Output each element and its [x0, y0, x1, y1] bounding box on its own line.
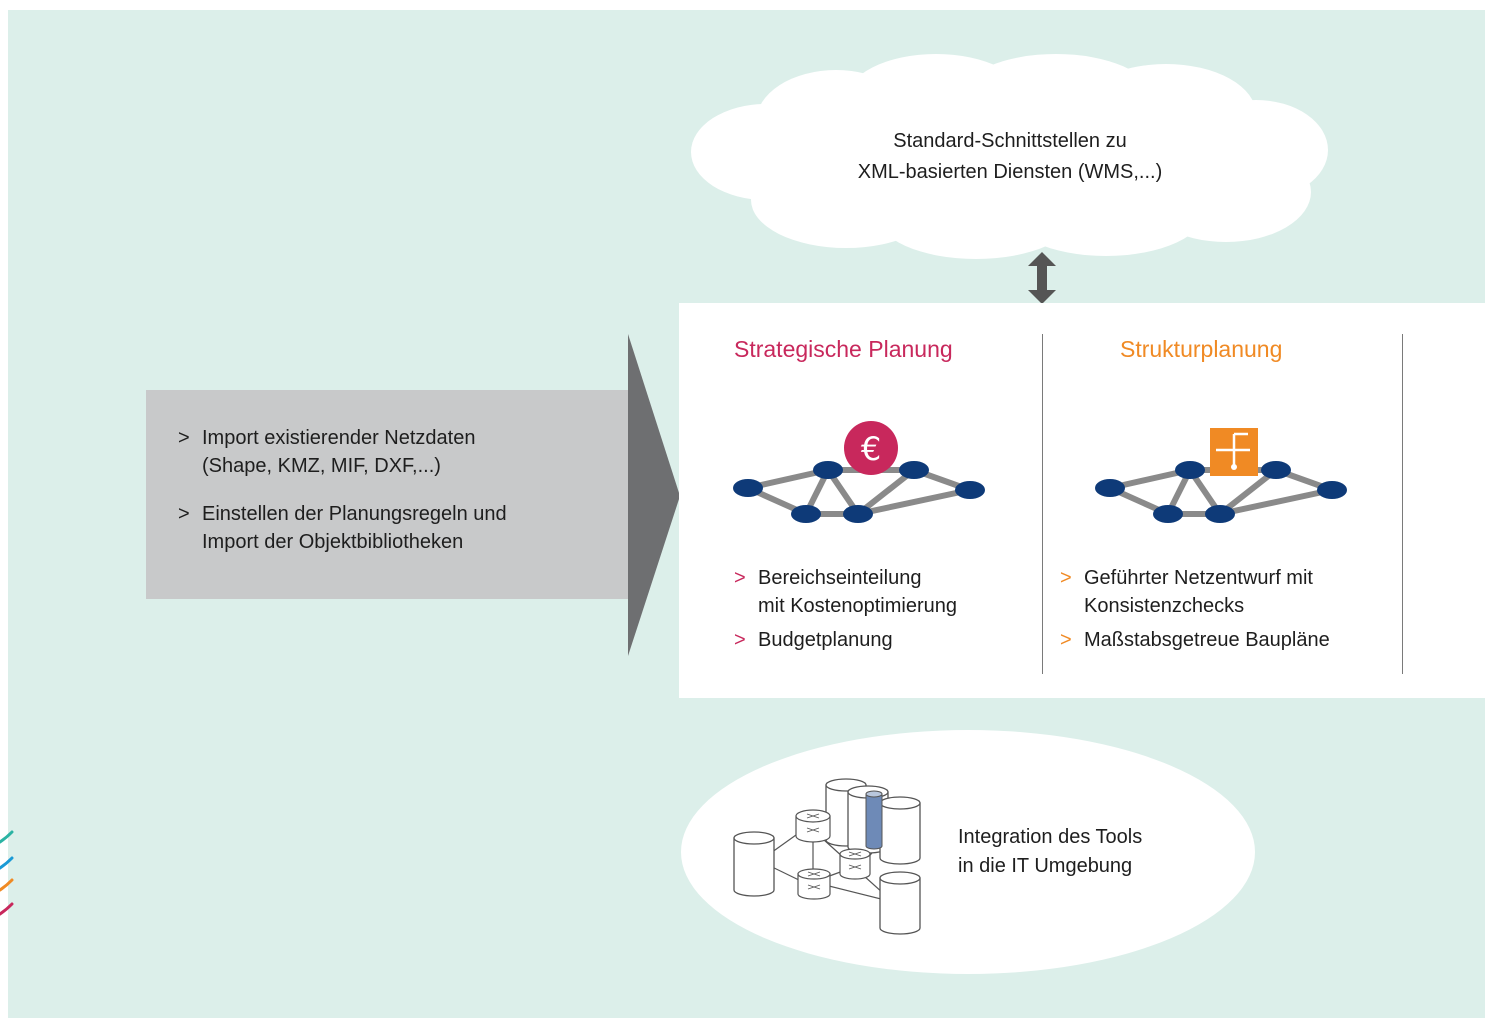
list-item: > Maßstabsgetreue Baupläne	[1060, 626, 1400, 654]
item-line: Bereichseinteilung	[758, 567, 922, 589]
network-graph-icon: €	[733, 421, 985, 523]
cloud-label: Standard-Schnittstellen zu XML-basierten…	[790, 126, 1230, 188]
cloud-line-2: XML-basierten Diensten (WMS,...)	[857, 161, 1163, 183]
integration-label: Integration des Tools in die IT Umgebung	[958, 823, 1142, 881]
list-marker: >	[734, 567, 746, 589]
euro-icon: €	[844, 421, 898, 475]
column-divider	[1042, 334, 1043, 674]
list-item: > Geführter Netzentwurf mit Konsistenzch…	[1060, 564, 1400, 620]
network-branch-icon	[1210, 428, 1258, 476]
input-arrow-shape	[146, 334, 680, 656]
euro-badge: €	[861, 430, 881, 468]
import-list: > Import existierender Netzdaten (Shape,…	[178, 424, 618, 576]
item-line: Budgetplanung	[758, 629, 893, 651]
item-line: mit Kostenoptimierung	[758, 595, 957, 617]
integration-line-2: in die IT Umgebung	[958, 855, 1133, 877]
cloud-shape	[691, 54, 1328, 259]
it-infrastructure-icon	[733, 778, 921, 935]
item-line: Geführter Netzentwurf mit	[1084, 567, 1313, 589]
integration-line-1: Integration des Tools	[958, 826, 1143, 848]
item-line: Import existierender Netzdaten	[202, 427, 476, 449]
item-line: Maßstabsgetreue Baupläne	[1084, 629, 1330, 651]
cloud-line-1: Standard-Schnittstellen zu	[893, 130, 1127, 152]
item-line: Import der Objektbibliotheken	[202, 531, 464, 553]
router-icon	[795, 809, 871, 900]
column-divider	[1402, 334, 1403, 674]
integration-oval	[681, 730, 1255, 974]
double-arrow-icon	[1028, 252, 1056, 304]
list-marker: >	[178, 427, 190, 449]
list-marker: >	[734, 629, 746, 651]
structure-list: > Geführter Netzentwurf mit Konsistenzch…	[1060, 564, 1400, 660]
list-item: > Import existierender Netzdaten (Shape,…	[178, 424, 618, 480]
structure-title: Strukturplanung	[1120, 336, 1283, 362]
strategic-list: > Bereichseinteilung mit Kostenoptimieru…	[734, 564, 1034, 660]
item-line: Konsistenzchecks	[1084, 595, 1245, 617]
list-marker: >	[1060, 629, 1072, 651]
list-marker: >	[178, 503, 190, 525]
item-line: (Shape, KMZ, MIF, DXF,...)	[202, 455, 441, 477]
network-graph-icon	[1095, 428, 1347, 523]
list-item: > Einstellen der Planungsregeln und Impo…	[178, 500, 618, 556]
strategic-title: Strategische Planung	[734, 336, 953, 362]
item-line: Einstellen der Planungsregeln und	[202, 503, 507, 525]
list-item: > Budgetplanung	[734, 626, 1034, 654]
list-marker: >	[1060, 567, 1072, 589]
decorative-strokes	[0, 830, 14, 916]
list-item: > Bereichseinteilung mit Kostenoptimieru…	[734, 564, 1034, 620]
